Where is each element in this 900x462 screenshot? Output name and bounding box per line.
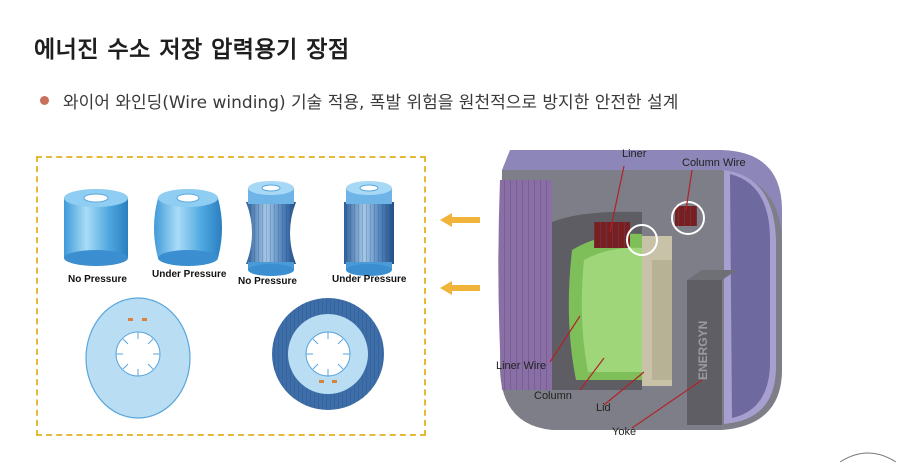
pressure-vessel-cutaway: ENERGYN xyxy=(498,150,782,430)
cross-section-plain xyxy=(85,297,191,419)
wound-cylinder-no-pressure xyxy=(246,181,296,276)
caption-under-pressure-2: Under Pressure xyxy=(332,274,407,285)
caption-no-pressure-2: No Pressure xyxy=(238,276,297,287)
label-yoke: Yoke xyxy=(612,426,637,438)
arrow-left-icon xyxy=(440,281,480,295)
label-column: Column xyxy=(534,390,572,402)
decorative-arc xyxy=(839,452,897,462)
cross-section-wound xyxy=(272,298,384,410)
bullet-dot-icon xyxy=(40,96,49,105)
bullet-item: 와이어 와인딩(Wire winding) 기술 적용, 폭발 위험을 원천적으… xyxy=(40,88,678,113)
brand-mark: ENERGYN xyxy=(696,321,710,380)
slide-title: 에너진 수소 저장 압력용기 장점 xyxy=(34,37,350,63)
arrow-left-icon xyxy=(440,213,480,227)
cylinder-no-pressure xyxy=(64,189,128,266)
label-liner-wire: Liner Wire xyxy=(496,360,547,372)
cylinder-under-pressure xyxy=(154,189,222,266)
wound-cylinder-under-pressure xyxy=(344,181,394,276)
bullet-text: 와이어 와인딩(Wire winding) 기술 적용, 폭발 위험을 원천적으… xyxy=(63,93,679,113)
caption-no-pressure-1: No Pressure xyxy=(68,274,127,285)
label-column-wire: Column Wire xyxy=(682,157,746,169)
label-lid: Lid xyxy=(596,402,611,414)
pressure-illustration-panel: No Pressure Under Pressure No Pressure U… xyxy=(36,156,426,436)
caption-under-pressure-1: Under Pressure xyxy=(152,269,227,280)
label-liner: Liner xyxy=(622,148,647,160)
pressure-illustration xyxy=(64,181,394,419)
